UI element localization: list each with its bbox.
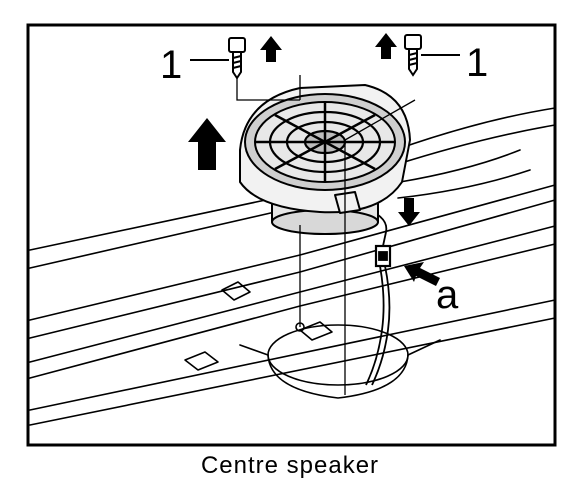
screw-left — [228, 37, 246, 80]
up-arrow-icon — [260, 36, 282, 62]
figure-caption: Centre speaker — [200, 452, 380, 479]
up-arrow-large-icon — [188, 118, 226, 170]
arrow-to-connector-icon — [404, 262, 440, 286]
alignment-lines — [236, 75, 416, 395]
screw-right — [404, 34, 422, 77]
label-connector: a — [436, 273, 459, 317]
figure-frame — [26, 23, 557, 447]
speaker — [239, 84, 411, 235]
up-arrow-icon — [375, 33, 397, 59]
connector — [365, 214, 392, 386]
callout-leaders — [190, 54, 460, 61]
label-screw-left: 1 — [160, 43, 182, 87]
down-arrow-icon — [398, 198, 420, 226]
label-screw-right: 1 — [466, 41, 488, 85]
